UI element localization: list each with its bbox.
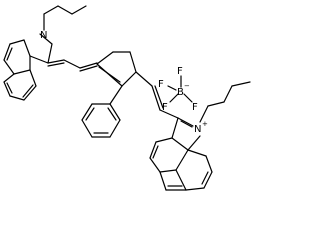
- bottom-benzoindolium: [149, 81, 251, 191]
- atom-n-top: N: [40, 30, 47, 41]
- tetrafluoroborate-anion: [167, 75, 193, 103]
- atom-fluorine-bottom-left: F: [162, 102, 168, 113]
- top-polymethine-chain: [47, 59, 98, 72]
- molecule-drawing: N: [3, 5, 251, 191]
- atom-fluorine-left: F: [158, 79, 164, 90]
- cyclopentene-ring: [96, 51, 137, 87]
- phenyl-ring: [81, 85, 123, 138]
- atom-n-bottom: N: [194, 124, 201, 135]
- atom-fluorine-bottom-right: F: [192, 102, 198, 113]
- atom-boron: B: [177, 87, 184, 98]
- top-benzoindole: [3, 5, 87, 101]
- structure-diagram: N: [3, 5, 251, 191]
- bottom-polymethine-chain: [135, 71, 179, 119]
- atom-fluorine-top: F: [177, 66, 183, 77]
- n-positive-charge: +: [202, 120, 208, 128]
- boron-negative-charge: −: [184, 82, 190, 90]
